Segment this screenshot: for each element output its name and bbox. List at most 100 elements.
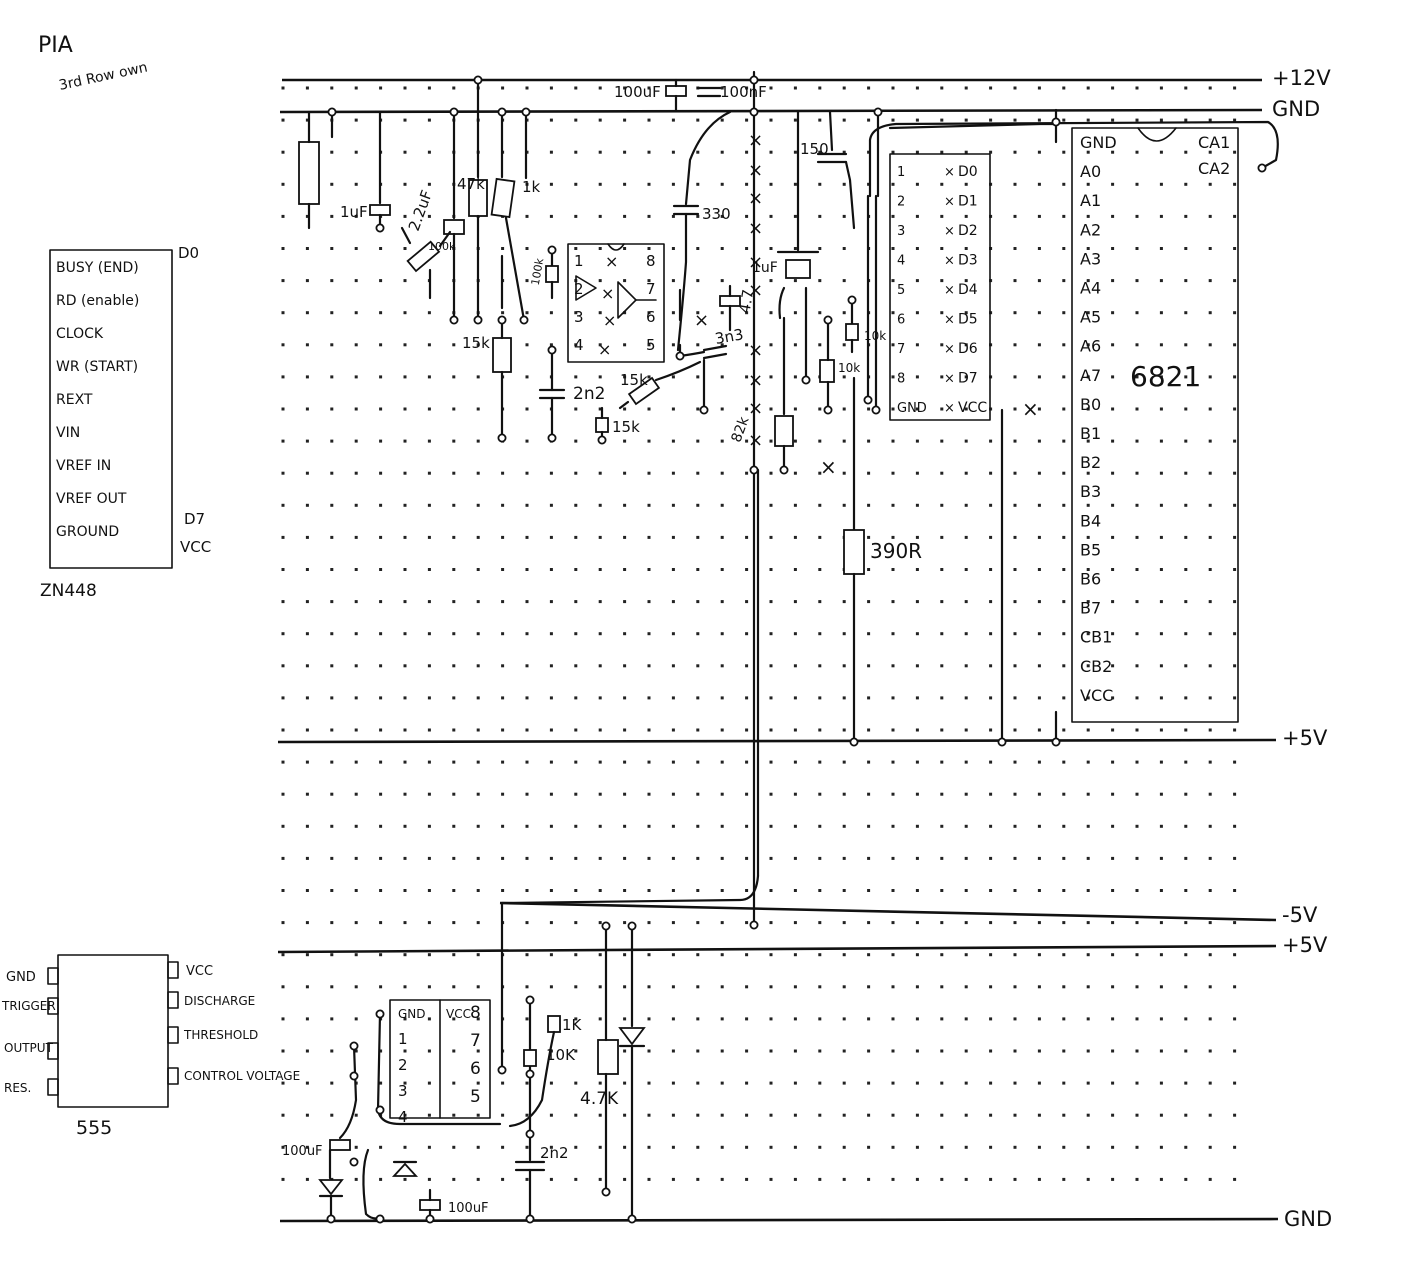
rail-plus5v-low-line: [277, 944, 1277, 954]
label-100k-small: 100k: [529, 257, 547, 287]
adc-pinout-pin-6: VREF IN: [56, 458, 111, 474]
timer-pinout-output: OUTPUT: [4, 1041, 54, 1055]
adc-ic-pin-left-7: 8: [897, 372, 905, 387]
pia-ic-on-board: GNDA0A1A2A3A4A5A6A7B0B1B2B3B4B5B6B7CB1CB…: [1054, 108, 1239, 744]
timer-pinout-reference: GND TRIGGER OUTPUT RES. VCC DISCHARGE TH…: [1, 954, 300, 1139]
pia-pin-2: A1: [1080, 191, 1101, 210]
page-subtitle: 3rd Row own: [58, 60, 150, 94]
timer-ic-pin-right-3: 5: [470, 1087, 481, 1107]
label-4-7: 4.7: [736, 288, 758, 315]
svg-text:×: ×: [748, 370, 763, 391]
pia-pin-16: B7: [1080, 599, 1101, 618]
label-1k: 1k: [522, 178, 541, 196]
capacitor-1uf: [369, 204, 391, 216]
svg-text:×: ×: [748, 398, 763, 419]
adc-ic-pin-left-0: 1: [897, 165, 905, 180]
svg-text:×: ×: [944, 254, 955, 269]
timer-pinout-res: RES.: [4, 1081, 31, 1095]
pia-pin-14: B5: [1080, 540, 1101, 559]
capacitor-100uf-top: [665, 85, 687, 97]
capacitor-1uf-b: [785, 259, 811, 279]
svg-text:×: ×: [748, 430, 763, 451]
perfboard-hole-grid: [281, 86, 1237, 1181]
pia-part-number: 6821: [1130, 360, 1201, 393]
junction-dots: [326, 75, 1267, 1224]
adc-pinout-pin-4: REXT: [56, 392, 93, 408]
pia-pin-ca2: CA2: [1198, 159, 1230, 178]
pia-pin-17: CB1: [1080, 628, 1112, 647]
label-47k: 47k: [457, 175, 485, 193]
opamp-pin-left-3: 4: [574, 336, 584, 354]
adc-pinout-box: [49, 249, 173, 569]
label-3n3: 3n3: [714, 325, 745, 348]
resistor-10k-c: [523, 1049, 537, 1067]
svg-text:×: ×: [605, 252, 618, 271]
adc-ic: [889, 153, 991, 421]
capacitor-100uf-b: [419, 1199, 441, 1211]
svg-text:×: ×: [944, 342, 955, 357]
adc-ic-pin-right-1: D1: [958, 194, 978, 210]
pia-pin-7: A6: [1080, 337, 1101, 356]
adc-ic-pin-left-8: GND: [897, 401, 927, 416]
adc-ic-pin-left-2: 3: [897, 224, 905, 239]
rail-label-plus5v-low: +5V: [1282, 933, 1328, 957]
pia-ic: [1071, 127, 1239, 723]
pia-pin-8: A7: [1080, 366, 1101, 385]
opamp-pin-right-3: 5: [646, 336, 656, 354]
pia-pin-19: VCC: [1080, 686, 1113, 705]
pia-pin-13: B4: [1080, 511, 1101, 530]
label-1uf-b: 1uF: [752, 260, 778, 276]
timer-ic-gnd-label: GND: [398, 1007, 426, 1021]
svg-text:×: ×: [944, 372, 955, 387]
rail-label-plus5v-mid: +5V: [1282, 726, 1328, 750]
pia-pin-5: A4: [1080, 279, 1101, 298]
pia-pin-6: A5: [1080, 308, 1101, 327]
label-15k-small: 15k: [612, 418, 640, 436]
adc-pinout-pin-8: GROUND: [56, 524, 119, 540]
opamp-pin-right-1: 7: [646, 280, 656, 298]
pia-pin-10: B1: [1080, 424, 1101, 443]
label-4-7k: 4.7K: [580, 1089, 619, 1109]
label-150: 150: [800, 140, 829, 158]
opamp-pin-right-0: 8: [646, 252, 656, 270]
timer-pinout-part: 555: [76, 1117, 112, 1139]
adc-ic-pin-right-4: D4: [958, 282, 978, 298]
rail-label-gnd-top: GND: [1272, 97, 1320, 121]
timer-pinout-control-voltage: CONTROL VOLTAGE: [184, 1069, 300, 1083]
svg-text:×: ×: [944, 401, 955, 416]
resistor-10k-b: [819, 359, 835, 383]
rail-label-plus12v: +12V: [1272, 66, 1331, 90]
svg-text:×: ×: [601, 284, 614, 303]
pia-pin-0: GND: [1080, 133, 1117, 152]
svg-text:×: ×: [603, 311, 616, 330]
middle-section: 1uF × 150 10k 10k 390R: [752, 110, 922, 744]
potentiometer-15k: [627, 376, 661, 406]
timer-ic-pin-right-2: 6: [470, 1059, 481, 1079]
svg-text:×: ×: [748, 340, 763, 361]
label-100uf-top: 100uF: [614, 83, 661, 101]
svg-text:×: ×: [748, 188, 763, 209]
resistor-100k-small: [545, 265, 559, 283]
label-10k-b: 10k: [838, 361, 860, 375]
label-100uf-b: 100uF: [448, 1201, 489, 1216]
timer-ic-pin-left-0: 1: [398, 1030, 408, 1048]
label-10k-c: 10K: [546, 1046, 576, 1064]
adc-pinout-pin-1: RD (enable): [56, 293, 139, 309]
svg-text:×: ×: [598, 340, 611, 359]
timer-pinout-discharge: DISCHARGE: [184, 994, 255, 1008]
pia-pin-11: B2: [1080, 453, 1101, 472]
pia-pin-ca1: CA1: [1198, 133, 1230, 152]
pia-pin-3: A2: [1080, 220, 1101, 239]
adc-pinout-part: ZN448: [40, 581, 97, 601]
timer-ic-pin-right-0: 8: [470, 1003, 481, 1023]
label-100k: 100k: [428, 240, 456, 253]
column-links: ×××××××××× 82k: [500, 70, 763, 1072]
svg-text:×: ×: [694, 310, 709, 331]
rail-label-gnd-bottom: GND: [1284, 1207, 1332, 1231]
pia-pin-1: A0: [1080, 162, 1101, 181]
adc-ic-pin-left-6: 7: [897, 342, 905, 357]
opamp-pin-left-2: 3: [574, 308, 584, 326]
adc-ic-pin-right-3: D3: [958, 253, 978, 269]
